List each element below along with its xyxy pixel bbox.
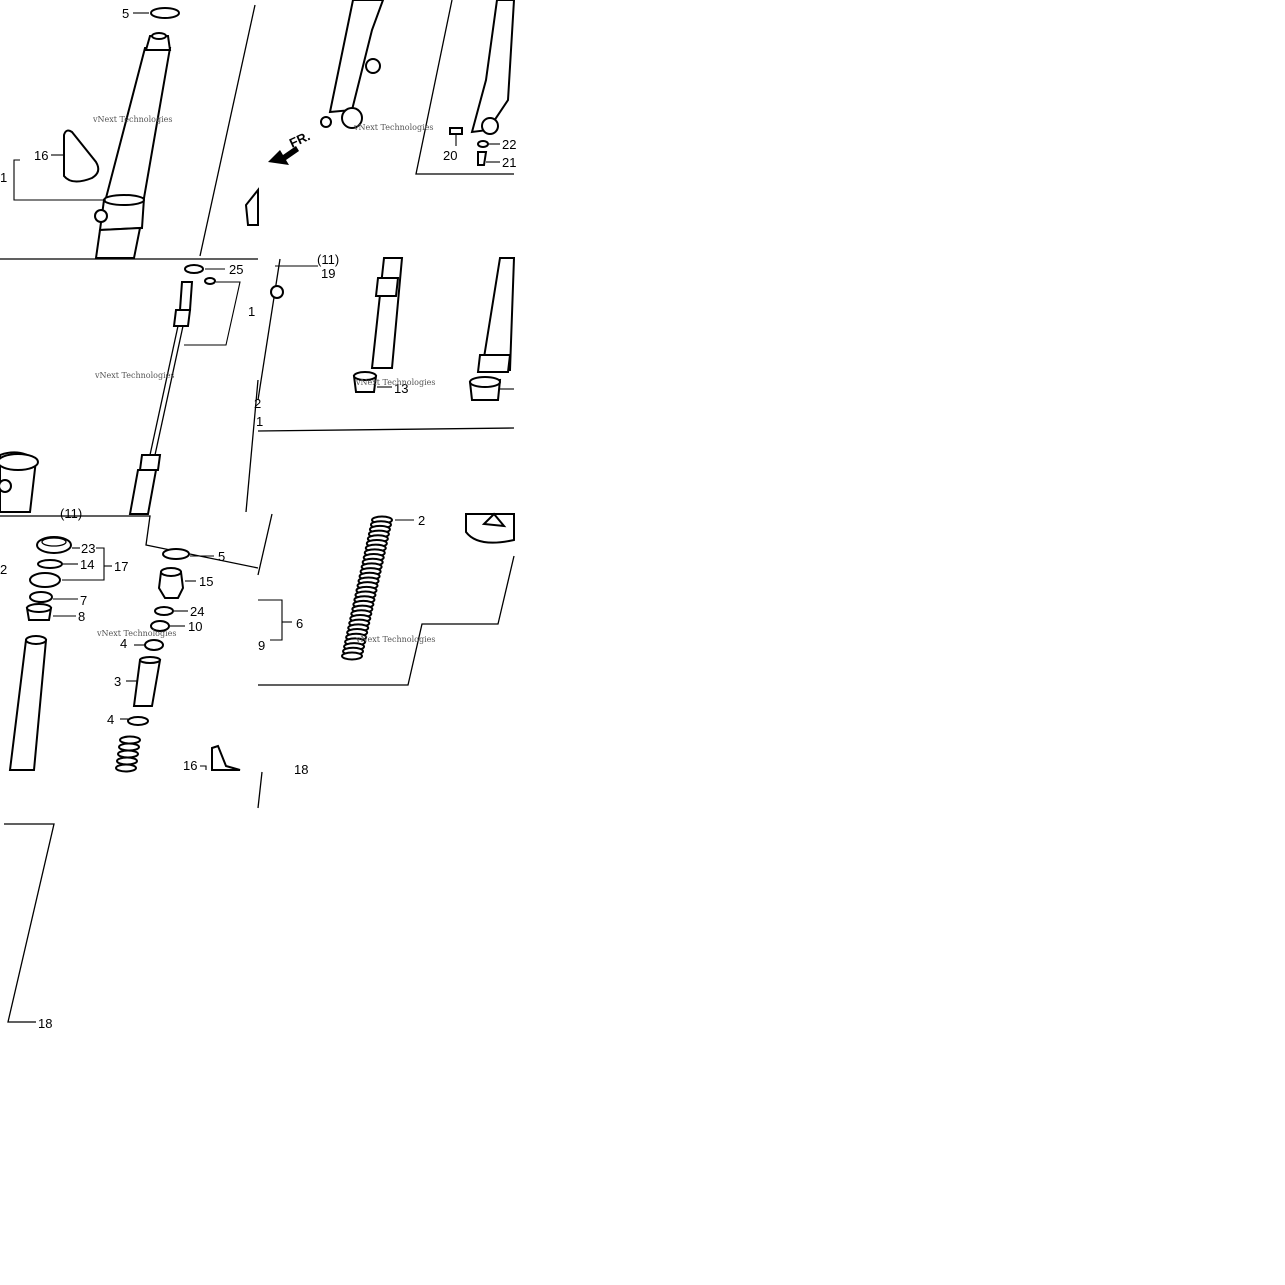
washer-22 xyxy=(477,140,489,148)
fork-guard-clamp xyxy=(63,129,100,183)
callout-22: 22 xyxy=(502,137,516,152)
o-ring-5 xyxy=(150,7,180,19)
fork-spring-2 xyxy=(341,515,393,661)
oil-seal xyxy=(29,572,61,588)
inner-tube-right xyxy=(480,257,516,371)
spring-coil-turn xyxy=(119,735,141,745)
spring-coil-turn xyxy=(116,756,138,766)
callout-4-upper: 4 xyxy=(120,636,127,651)
o-ring-5-low xyxy=(162,548,190,560)
callout-16-low: 16 xyxy=(183,758,197,773)
callout-6: 6 xyxy=(296,616,303,631)
callout-5-top: 5 xyxy=(122,6,129,21)
damper-rod xyxy=(149,325,179,456)
o-ring-25 xyxy=(184,264,204,274)
fork-guard-clamp-low xyxy=(211,744,241,771)
callout-11-mid: (11) xyxy=(317,252,339,267)
callout-2-right: 2 xyxy=(418,513,425,528)
front-direction-label: FR. xyxy=(287,128,312,150)
bolt-21 xyxy=(477,151,488,166)
callout-23: 23 xyxy=(81,541,95,556)
callout-1-lower: 1 xyxy=(256,414,263,429)
callout-15: 15 xyxy=(199,574,213,589)
callout-2-mid: 2 xyxy=(254,396,261,411)
callout-1-mid: 1 xyxy=(248,304,255,319)
callout-20: 20 xyxy=(443,148,457,163)
front-direction-arrow xyxy=(268,146,299,165)
callout-21: 21 xyxy=(502,155,516,170)
callout-18-top: 18 xyxy=(294,762,308,777)
callout-7: 7 xyxy=(80,593,87,608)
left-fork-leg xyxy=(328,0,385,114)
spring-upper-coil xyxy=(374,277,400,297)
damper-piston xyxy=(138,454,162,471)
spacer-3 xyxy=(132,659,162,707)
inner-tube-left xyxy=(370,257,404,369)
fork-spring-lower xyxy=(115,735,141,773)
callout-8: 8 xyxy=(78,609,85,624)
spring-coil-turn xyxy=(115,763,137,773)
watermark-2: vNext Technologies xyxy=(353,123,433,132)
watermark-4: vNext Technologies xyxy=(355,378,435,387)
tile-seal-kit: (11) 23 14 17 2 7 8 5 15 xyxy=(0,506,273,773)
back-up-ring-7 xyxy=(29,591,53,603)
callout-9: 9 xyxy=(258,638,265,653)
callout-10: 10 xyxy=(188,619,202,634)
stop-ring-14 xyxy=(37,559,63,569)
fork-top-bracket xyxy=(465,513,515,544)
watermark-5: vNext Technologies xyxy=(96,629,176,638)
damper-rod-top xyxy=(178,281,194,311)
callout-25: 25 xyxy=(229,262,243,277)
spring-coil-turn xyxy=(118,742,140,752)
callout-19: 19 xyxy=(321,266,335,281)
tile-bottom-fragment: 18 18 xyxy=(4,762,308,1031)
o-ring-24 xyxy=(154,606,174,616)
spring-coil-turn xyxy=(341,651,363,661)
spring-seat-4-lower xyxy=(127,716,149,726)
callout-4-lower: 4 xyxy=(107,712,114,727)
callout-3: 3 xyxy=(114,674,121,689)
spring-coil-turn xyxy=(117,749,139,759)
tile-fork-legs: FR. 20 22 21 vNext Technologies xyxy=(244,0,516,226)
inner-tube-lower xyxy=(8,639,48,771)
dust-seal-23 xyxy=(36,536,72,554)
callout-1-top: 1 xyxy=(0,170,7,185)
callout-18: 18 xyxy=(38,1016,52,1031)
tile-fork-upper-assembly: 5 16 1 vNext Technologies xyxy=(0,4,256,259)
spring-seat-4-upper xyxy=(144,639,164,651)
watermark-1: vNext Technologies xyxy=(92,115,172,124)
tile-damper-rod: 25 1 vNext Technologies xyxy=(0,262,259,515)
watermark-6: vNext Technologies xyxy=(355,635,435,644)
callout-24: 24 xyxy=(190,604,204,619)
lock-nut-10 xyxy=(150,620,170,632)
watermark-3: vNext Technologies xyxy=(94,371,174,380)
callout-2-low: 2 xyxy=(0,562,7,577)
callout-11-low: (11) xyxy=(60,506,82,521)
damper-cylinder xyxy=(128,469,158,515)
bolt-20 xyxy=(449,127,463,135)
callout-17: 17 xyxy=(114,559,128,574)
callout-14: 14 xyxy=(80,557,94,572)
callout-13: 13 xyxy=(394,381,408,396)
fork-slider xyxy=(94,226,142,259)
tile-spring: 2 6 9 vNext Technologies xyxy=(258,512,515,686)
callout-16-top: 16 xyxy=(34,148,48,163)
callout-5-low: 5 xyxy=(218,549,225,564)
tile-inner-tubes: (11) 19 13 2 1 vNext Technologies xyxy=(254,252,516,432)
right-fork-leg xyxy=(470,0,516,134)
